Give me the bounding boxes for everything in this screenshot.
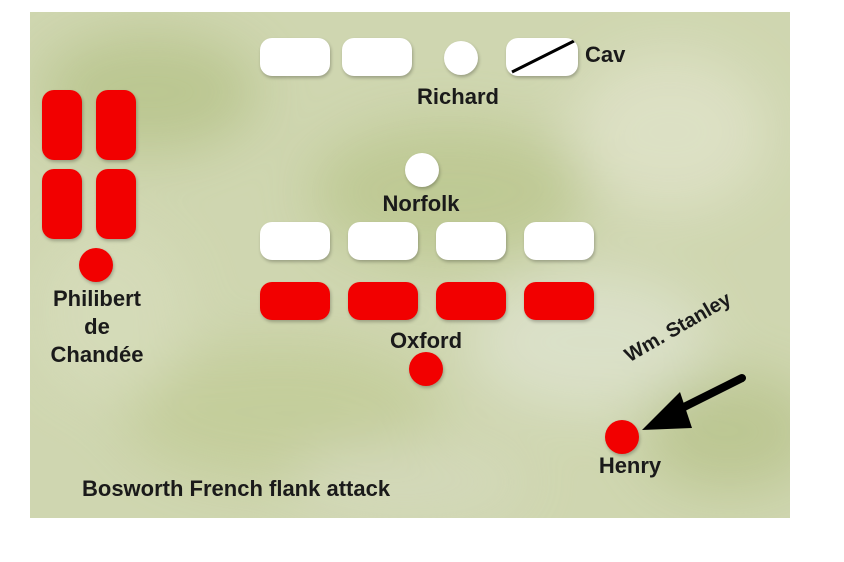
battle-map: Cav Richard Norfolk Oxford Philibert de … — [30, 12, 790, 518]
french-battalion-4 — [96, 169, 136, 239]
french-battalion-2 — [96, 90, 136, 160]
richard-marker — [444, 41, 478, 75]
cavalry-slash-icon — [511, 39, 575, 74]
cavalry-label: Cav — [585, 42, 626, 67]
philibert-label-line3: Chandée — [50, 342, 144, 367]
oxford-label: Oxford — [389, 328, 463, 353]
norfolk-marker — [405, 153, 439, 187]
norfolk-battalion-2 — [348, 222, 418, 260]
oxford-battalion-2 — [348, 282, 418, 320]
oxford-battalion-3 — [436, 282, 506, 320]
french-battalion-1 — [42, 90, 82, 160]
map-title: Bosworth French flank attack — [82, 476, 391, 501]
philibert-label-line1: Philibert — [52, 286, 141, 311]
cavalry-unit — [506, 38, 578, 76]
norfolk-battalion-3 — [436, 222, 506, 260]
norfolk-battalion-1 — [260, 222, 330, 260]
norfolk-battalion-4 — [524, 222, 594, 260]
richard-label: Richard — [417, 84, 499, 109]
henry-label: Henry — [598, 453, 662, 478]
philibert-marker — [79, 248, 113, 282]
oxford-battalion-4 — [524, 282, 594, 320]
henry-marker — [605, 420, 639, 454]
oxford-marker — [409, 352, 443, 386]
french-battalion-3 — [42, 169, 82, 239]
oxford-battalion-1 — [260, 282, 330, 320]
richard-battalion-2 — [342, 38, 412, 76]
richard-battalion-1 — [260, 38, 330, 76]
norfolk-label: Norfolk — [382, 191, 460, 216]
philibert-label-line2: de — [84, 314, 110, 339]
